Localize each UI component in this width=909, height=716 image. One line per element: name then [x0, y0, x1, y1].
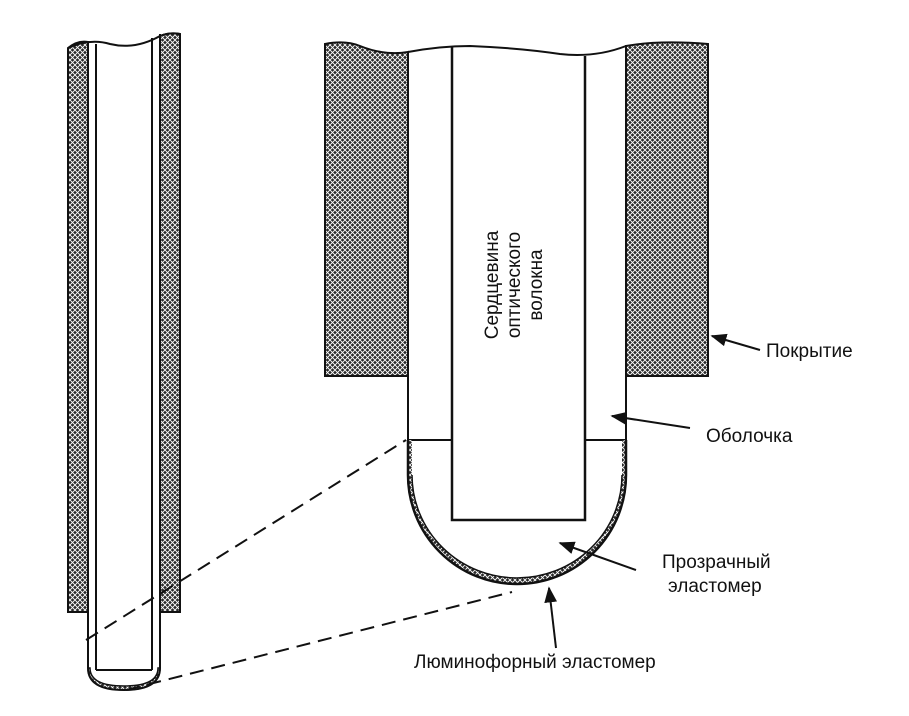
- core-label-line3: волокна: [526, 249, 547, 321]
- cladding-label: Оболочка: [706, 426, 793, 447]
- coating-left: [324, 41, 409, 377]
- overview-coating-right: [159, 32, 181, 613]
- phosphor-elastomer-label: Люминофорный эластомер: [414, 652, 656, 673]
- fiber-magnified: Сердцевина оптического волокна: [324, 41, 709, 586]
- overview-tip-outline: [87, 667, 161, 692]
- transparent-elastomer-label-line2: эластомер: [668, 576, 762, 597]
- coating-pointer: [710, 333, 761, 351]
- fiber-overview: [67, 32, 181, 692]
- fiber-core: [450, 47, 587, 522]
- phosphor-elastomer-layer: [408, 440, 626, 584]
- tip-outer-outline: [406, 440, 628, 586]
- coating-label: Покрытие: [766, 341, 853, 362]
- core-label-line1: Сердцевина: [482, 230, 503, 339]
- tip-inner-outline: [411, 474, 623, 579]
- magnified-top-edge: [407, 44, 627, 56]
- core-label: Сердцевина оптического волокна: [482, 230, 547, 339]
- phosphor-elastomer-pointer: [544, 586, 558, 649]
- core-label-line2: оптического: [504, 232, 525, 338]
- overview-coating-left: [67, 40, 89, 613]
- overview-top-edge: [67, 32, 181, 49]
- zoom-line-upper: [85, 439, 407, 641]
- overview-tip-phosphor: [87, 667, 161, 691]
- coating-right: [625, 41, 709, 377]
- transparent-elastomer-label-line1: Прозрачный: [662, 552, 771, 573]
- zoom-line-lower: [125, 591, 513, 691]
- cladding-pointer: [610, 411, 691, 429]
- transparent-elastomer-pointer: [558, 541, 637, 571]
